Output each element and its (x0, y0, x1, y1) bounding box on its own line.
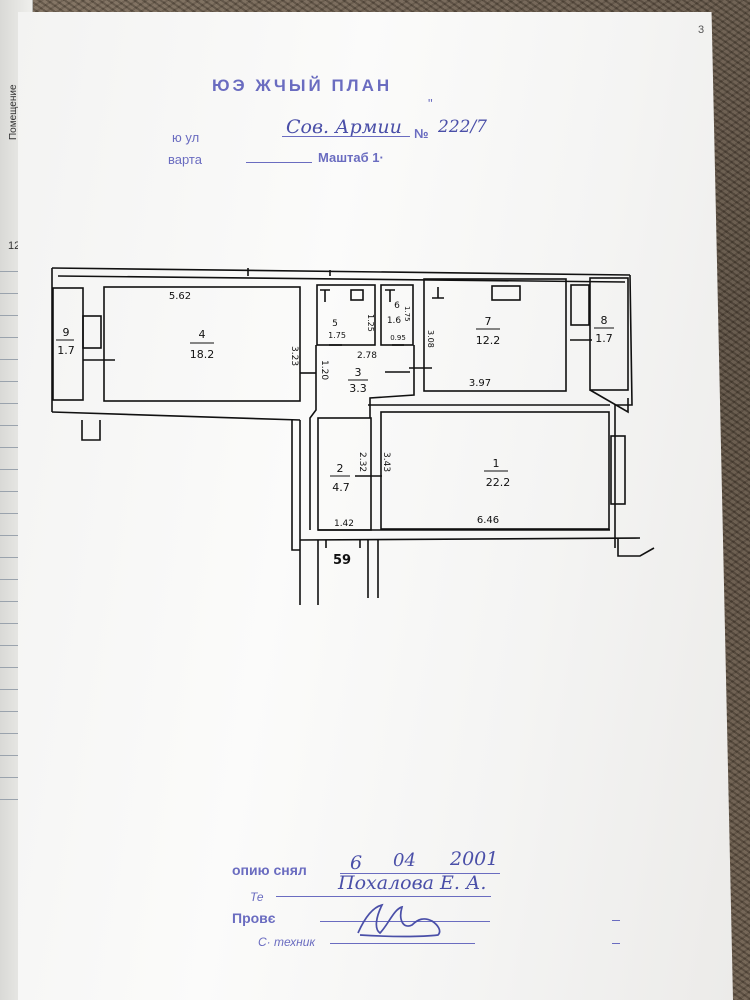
house-number-value: 222/7 (438, 117, 487, 137)
room-4-outline (103, 286, 301, 402)
room-2-number: 2 (337, 462, 344, 475)
room-2-dim-b: 1.42 (334, 519, 354, 529)
street-value: Сов. Армии (286, 116, 402, 138)
room-8-outline (589, 277, 629, 391)
room-8-bottom (589, 389, 629, 414)
room-9-number: 9 (63, 326, 70, 339)
entrance-label: 59 (333, 553, 351, 568)
handwritten-signature (357, 903, 441, 938)
entrance-door-jambs (325, 540, 361, 548)
room-1-number: 1 (493, 457, 500, 470)
room-4-dim-b: 3.23 (289, 346, 299, 366)
copy-year: 2001 (450, 848, 499, 870)
room-7-number: 7 (485, 315, 492, 328)
copy-date-line (340, 873, 500, 874)
room-1-outline (380, 411, 610, 530)
right-porch (617, 538, 655, 557)
senior-technician-label: С· техник (258, 935, 316, 949)
room-7-area: 12.2 (476, 334, 501, 347)
left-pier (81, 420, 101, 441)
room-6-area: 1.6 (387, 316, 402, 326)
left-street-wall-inner (291, 420, 300, 551)
room-6-dim-b: 1.75 (403, 306, 411, 322)
toilet-symbol-5 (320, 289, 330, 302)
window-9 (82, 315, 102, 349)
top-wall-ticks (247, 268, 331, 276)
stove-symbol-7 (491, 285, 521, 301)
room-5-number: 5 (332, 319, 338, 329)
room-6-number: 6 (394, 301, 400, 311)
margin-dash-2 (612, 943, 620, 944)
room-6-dim-a: 0.95 (390, 334, 406, 342)
window-8 (570, 284, 590, 326)
room-1-dim-b: 6.46 (477, 515, 499, 526)
room-9-area: 1.7 (57, 344, 75, 357)
left-bottom-wall (51, 411, 301, 421)
technician-name: Похалова Е. А. (338, 872, 487, 894)
street-underline (282, 136, 410, 137)
copy-month: 04 (393, 850, 416, 871)
room-1-dim-a: 3.43 (381, 452, 391, 472)
page-number: 3 (698, 24, 705, 36)
room-4-dim-a: 5.62 (169, 291, 191, 302)
room-1-area: 22.2 (486, 476, 511, 489)
ruled-lines (0, 250, 22, 810)
checked-by-label: Провє (232, 910, 276, 926)
quarter-underline (246, 162, 312, 163)
room-2-area: 4.7 (332, 481, 350, 494)
toilet-symbol-6 (385, 289, 395, 302)
checked-by-line (320, 921, 490, 922)
room-5-dim-a: 1.25 (366, 314, 375, 332)
scale-label: Маштаб 1· (318, 150, 384, 165)
room-3-area: 3.3 (349, 382, 367, 395)
room-7-outline (423, 278, 567, 392)
technician-label: Те (250, 890, 264, 904)
top-wall-inner (57, 275, 626, 283)
sink-symbol-5 (350, 289, 364, 301)
plan-title: ЮЭ ЖЧЫЙ ПЛАН (212, 76, 393, 95)
senior-technician-line (330, 943, 475, 944)
room-3-number: 3 (355, 366, 362, 379)
room-4-area: 18.2 (190, 348, 215, 361)
room-7-dim-a: 3.08 (426, 330, 435, 348)
top-wall-outer (51, 267, 631, 276)
room-2-outline (317, 417, 372, 531)
sink-symbol-7 (432, 287, 444, 299)
room-8-number: 8 (601, 314, 608, 327)
copy-made-label: опию снял (232, 862, 307, 878)
copy-day: 6 (350, 852, 363, 874)
street-label: ю ул (172, 130, 200, 145)
entrance-walls (317, 540, 379, 605)
document-sheet (18, 12, 733, 1000)
right-wall-outer (614, 274, 633, 548)
room-8-area: 1.7 (595, 332, 613, 345)
room-3-dim-b: 2.78 (357, 351, 377, 361)
window-1 (610, 435, 626, 505)
room-4-number: 4 (199, 328, 206, 341)
technician-line (276, 896, 491, 897)
house-number-label: № (414, 126, 429, 141)
room-2-dim-a: 2.32 (357, 452, 367, 472)
room-5-outline (316, 284, 376, 346)
corridor-right-wall (369, 345, 415, 418)
margin-dash-1 (612, 920, 620, 921)
room-3-dim-a: 1.20 (319, 360, 329, 380)
room-5-area: 1.75 (328, 331, 346, 340)
title-quote-mark: " (428, 96, 433, 111)
room-7-dim-b: 3.97 (469, 378, 491, 389)
quarter-label: варта (168, 152, 202, 167)
corridor-left-wall (309, 345, 317, 530)
back-sheet-number: 12 (8, 240, 21, 252)
bottom-wall-outer (299, 537, 641, 541)
